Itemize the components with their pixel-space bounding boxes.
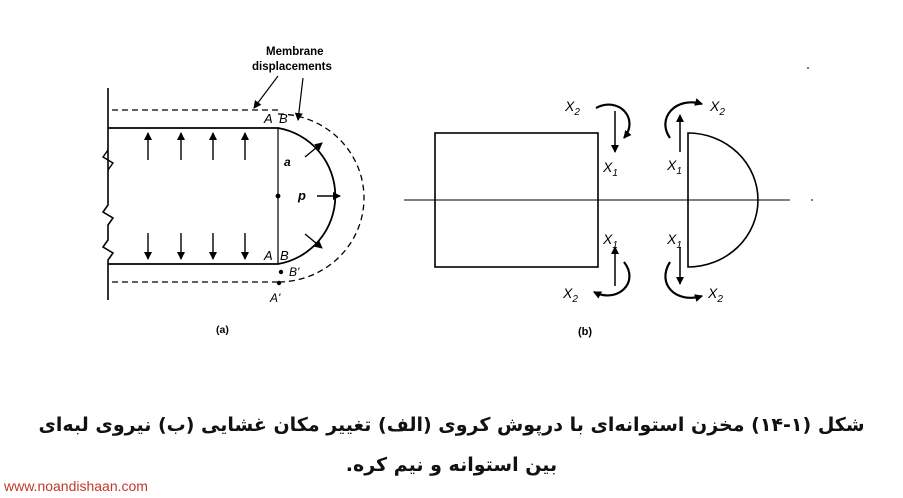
label-x2-bottom-left: X2 xyxy=(562,285,578,305)
pressure-arrows-top xyxy=(144,132,249,160)
scan-dot-1 xyxy=(807,67,809,69)
label-p: p xyxy=(297,188,306,203)
wall-break-top xyxy=(101,149,115,171)
caption-line-1: شکل (۱-۱۴) مخزن استوانه‌ای با درپوش کروی… xyxy=(38,414,865,436)
figure-b: X2 X1 X1 X2 X2 X1 X1 X2 (b) xyxy=(404,98,790,338)
x2-moment-top-right xyxy=(664,98,703,139)
label-x2-bottom-right: X2 xyxy=(707,285,723,305)
membrane-label: Membrane xyxy=(266,46,324,58)
displacements-label: displacements xyxy=(252,61,332,73)
leader-arrow-1 xyxy=(253,75,279,109)
x2-moment-top-left xyxy=(595,103,632,139)
label-x1-top-right: X1 xyxy=(666,157,682,177)
center-dot xyxy=(275,193,281,199)
hemisphere-section xyxy=(687,132,759,268)
panel-label-b: (b) xyxy=(578,326,592,338)
label-x1-bottom-left: X1 xyxy=(602,231,618,251)
label-a-prime: A' xyxy=(269,291,281,305)
scan-dot-2 xyxy=(811,199,813,201)
point-b-prime xyxy=(278,269,284,275)
label-a-top: A xyxy=(263,111,273,126)
cylinder-section xyxy=(434,132,599,268)
x2-moment-bottom-right xyxy=(664,261,703,302)
pressure-arrows-radial xyxy=(304,142,341,249)
panel-label-a: (a) xyxy=(216,324,229,336)
label-b-top: B xyxy=(279,111,288,126)
label-x2-top-left: X2 xyxy=(564,98,580,118)
caption-line-2: بین استوانه و نیم کره. xyxy=(345,454,558,476)
label-x2-top-right: X2 xyxy=(709,98,725,118)
figure-a: Membrane displacements A B a p A B B' A'… xyxy=(101,46,365,336)
label-small-a: a xyxy=(284,155,291,169)
watermark-link[interactable]: www.noandishaan.com xyxy=(4,478,148,494)
figure-diagram: Membrane displacements A B a p A B B' A'… xyxy=(101,46,813,338)
point-a-prime xyxy=(276,280,282,286)
membrane-displacement-outline xyxy=(112,109,365,283)
label-b-bottom: B xyxy=(280,248,289,263)
label-x1-top-left: X1 xyxy=(602,159,618,179)
leader-arrow-2 xyxy=(294,77,304,121)
x2-moment-bottom-left xyxy=(593,261,631,299)
label-b-prime: B' xyxy=(289,265,300,279)
label-x1-bottom-right: X1 xyxy=(666,231,682,251)
label-a-bottom: A xyxy=(263,248,273,263)
pressure-arrows-bottom xyxy=(144,233,249,260)
wall-line xyxy=(101,88,115,300)
